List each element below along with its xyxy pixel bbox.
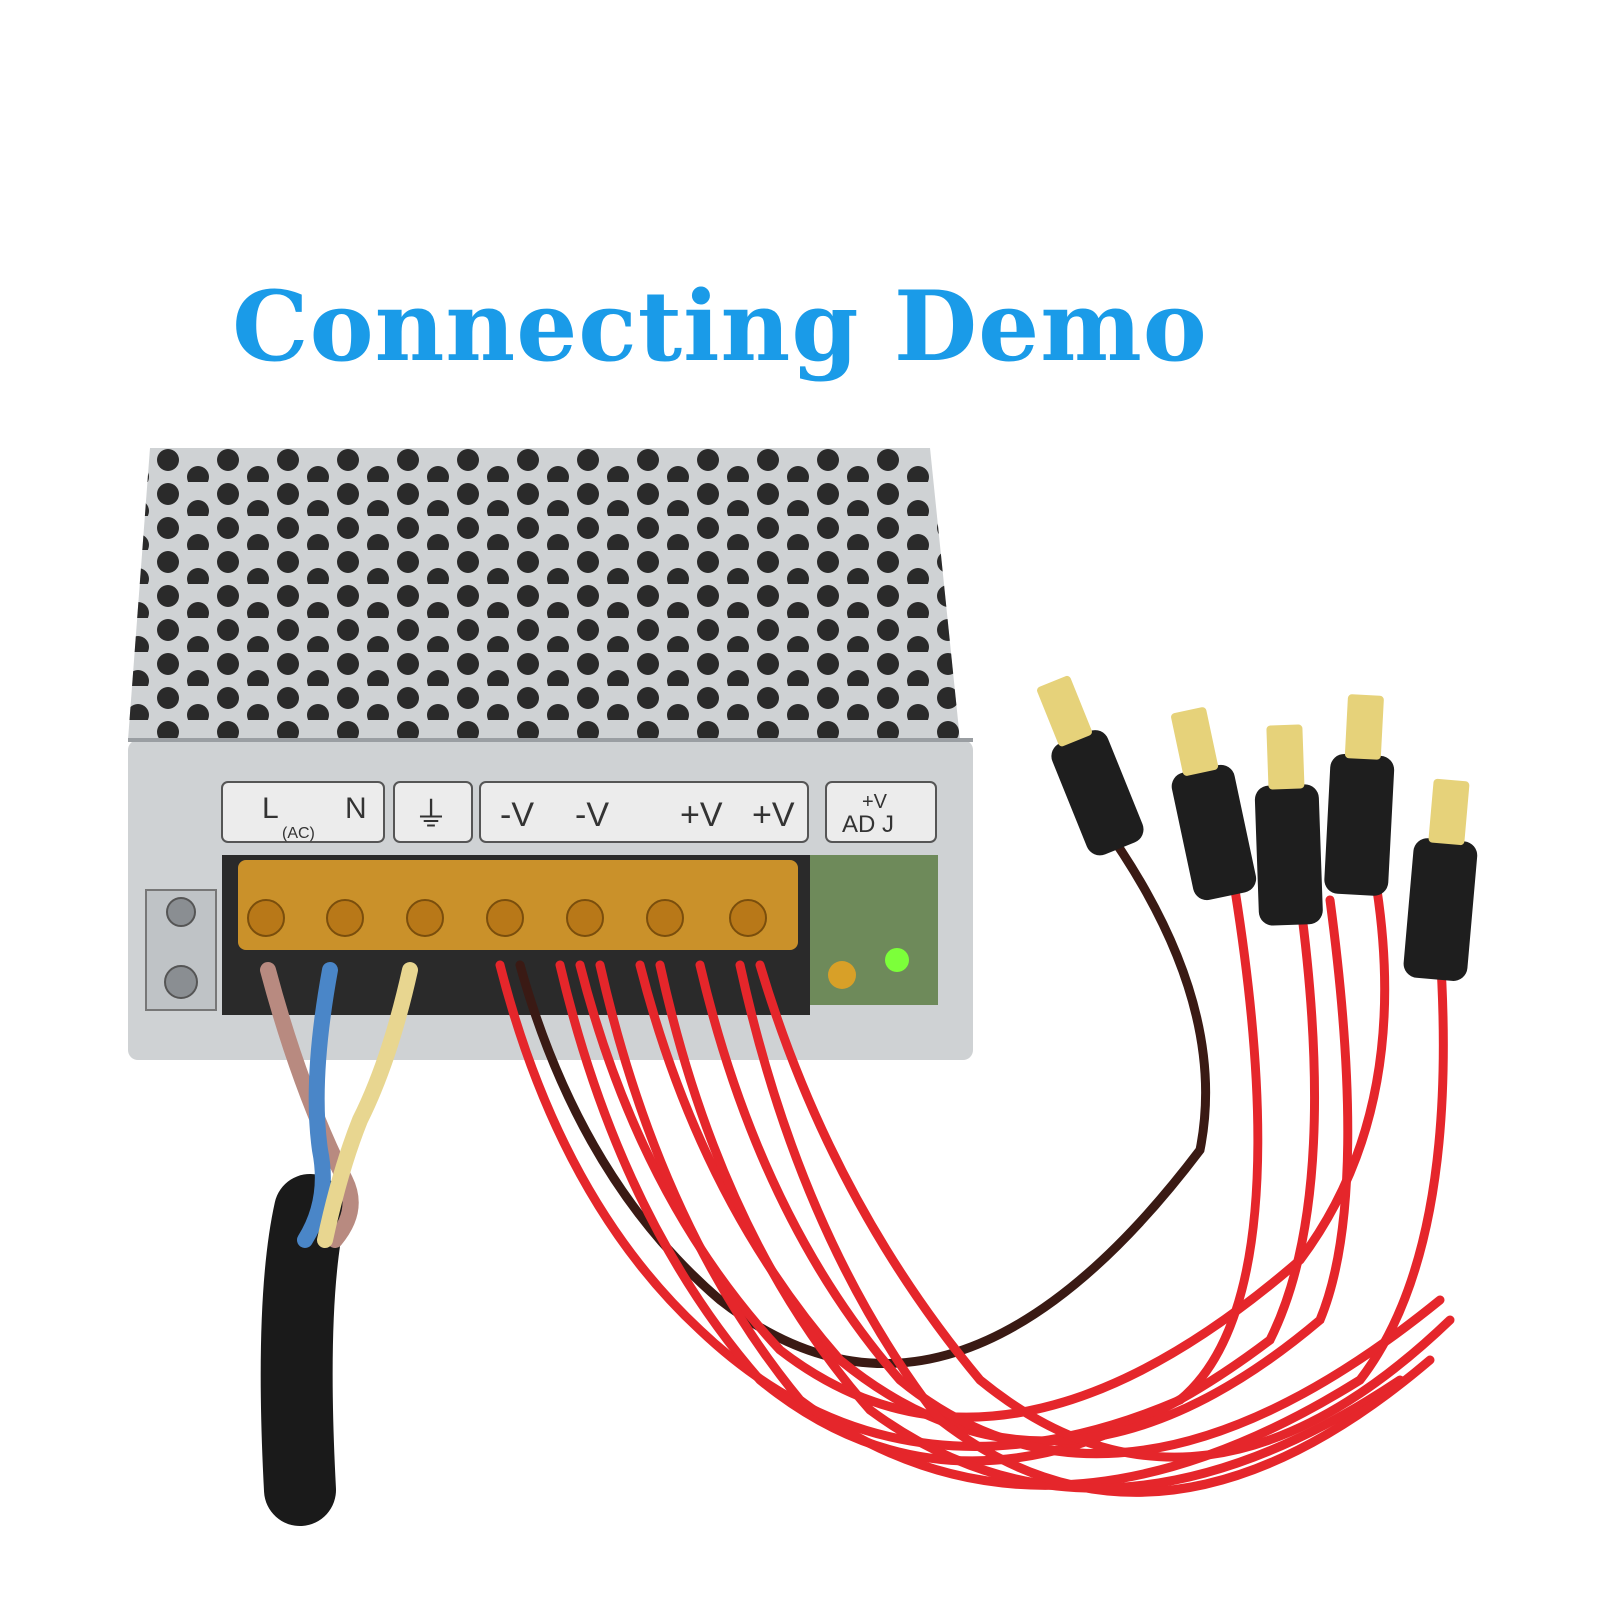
- label-minus-v-2: -V: [575, 796, 609, 834]
- dc-plug-icon: [1403, 778, 1478, 981]
- pcb-board: [808, 855, 938, 1005]
- dc-plug-icon: [1037, 675, 1144, 856]
- label-plus-v-1: +V: [680, 796, 723, 834]
- terminal-block: [222, 855, 810, 1015]
- terminal-label-strip: L N (AC) ⏚ -V -V +V +V +V AD J: [221, 781, 937, 843]
- dc-output-wires: [495, 815, 1455, 1497]
- power-led-icon: [885, 948, 909, 972]
- dc-plugs: [1037, 675, 1478, 981]
- label-minus-v-1: -V: [500, 796, 534, 834]
- dc-plug-icon: [1324, 694, 1395, 896]
- dc-plug-icon: [1171, 707, 1257, 901]
- connecting-demo-title: Connecting Demo: [232, 270, 1208, 383]
- label-plus-v-2: +V: [752, 796, 795, 834]
- label-ac: (AC): [282, 825, 315, 842]
- ground-icon: ⏚: [414, 796, 448, 834]
- label-neutral: N: [345, 792, 367, 825]
- label-adj-bottom: AD J: [842, 811, 894, 838]
- ac-input-cable: [260, 962, 418, 1526]
- screw-icon: [145, 889, 217, 1011]
- label-line: L: [262, 792, 279, 825]
- label-adj-top: +V: [862, 791, 888, 813]
- dc-plug-icon: [1254, 724, 1323, 926]
